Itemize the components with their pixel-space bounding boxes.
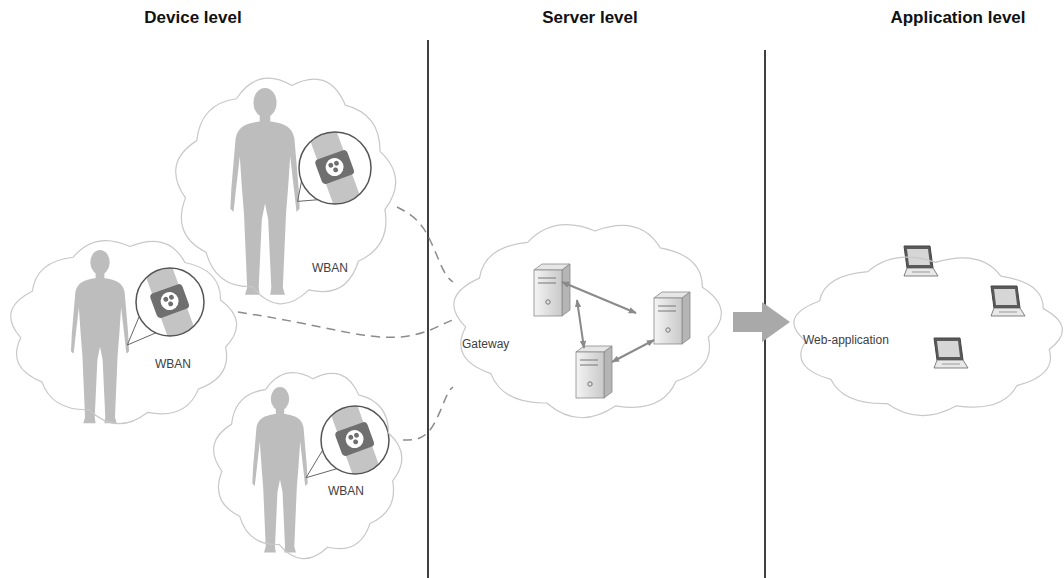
- cloud-label: WBAN: [155, 357, 191, 371]
- cloud-outline: [213, 370, 403, 558]
- level-heading: Application level: [890, 8, 1025, 28]
- human-figure: [252, 378, 391, 553]
- server-link: [562, 282, 636, 313]
- cloud-label: WBAN: [328, 484, 364, 498]
- laptop-icon: [991, 286, 1025, 316]
- server-icon: [534, 264, 570, 316]
- cloud-region: WBAN: [213, 370, 403, 558]
- cloud-region: Gateway: [453, 222, 723, 417]
- level-heading: Device level: [144, 8, 241, 28]
- cloud-outline: [175, 75, 397, 303]
- human-figure: [71, 240, 207, 424]
- cloud-region: Web-application: [793, 255, 1064, 415]
- server-icon: [576, 346, 612, 398]
- block-arrow: [733, 312, 766, 332]
- level-heading: Server level: [542, 8, 637, 28]
- level-heading: Server level: [542, 8, 637, 28]
- human-figure: [230, 88, 371, 295]
- level-heading: Device level: [144, 8, 241, 28]
- server-link: [577, 300, 584, 348]
- wireless-link: [397, 207, 453, 282]
- cloud-label: Gateway: [462, 337, 509, 351]
- wireless-link: [403, 387, 453, 440]
- cloud-region: WBAN: [10, 238, 238, 423]
- cloud-region: WBAN: [175, 75, 397, 303]
- separator-line: [427, 40, 429, 578]
- cloud-label: WBAN: [312, 261, 348, 275]
- cloud-label: Web-application: [803, 333, 889, 347]
- server-icon: [654, 292, 690, 344]
- wireless-link: [238, 312, 453, 337]
- cloud-outline: [453, 222, 723, 417]
- server-link: [612, 340, 654, 362]
- laptop-icon: [934, 338, 968, 368]
- level-heading: Application level: [890, 8, 1025, 28]
- cloud-outline: [10, 238, 238, 423]
